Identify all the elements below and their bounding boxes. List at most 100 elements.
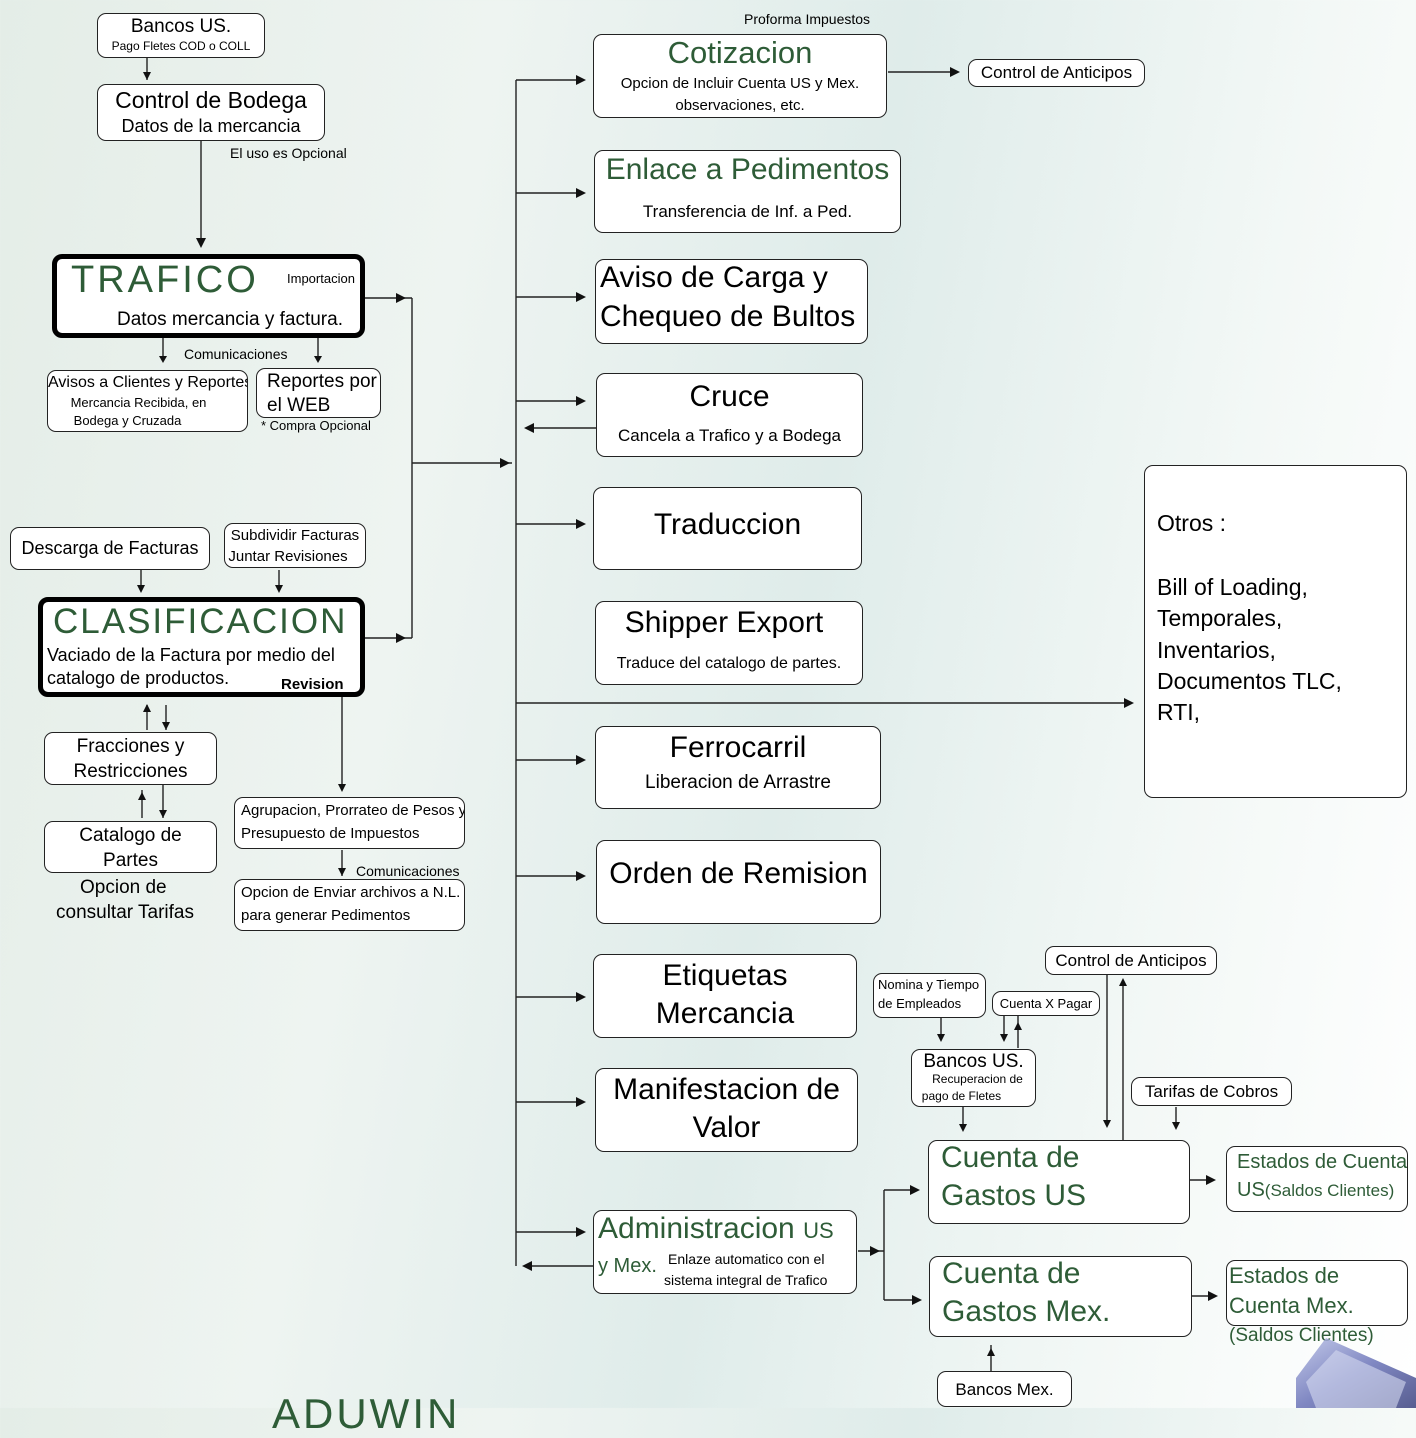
manifestacion-box[interactable]: Manifestacion de Valor xyxy=(595,1068,858,1152)
clasificacion-box[interactable]: CLASIFICACION Vaciado de la Factura por … xyxy=(38,597,365,697)
bancos-us2-line2: pago de Fletes xyxy=(921,1089,1002,1103)
avisos-line2: Mercancia Recibida, en xyxy=(70,395,207,410)
bancos-us-box[interactable]: Bancos US. Pago Fletes COD o COLL xyxy=(97,13,265,58)
otros-item: RTI, xyxy=(1157,699,1201,725)
otros-box[interactable]: Otros : Bill of Loading, Temporales, Inv… xyxy=(1144,465,1407,798)
catalogo-line1: Catalogo de xyxy=(79,825,182,846)
descarga-facturas-box[interactable]: Descarga de Facturas xyxy=(10,527,210,570)
enviar-line1: Opcion de Enviar archivos a N.L. xyxy=(241,884,461,901)
estados-us-line2-main: US xyxy=(1237,1179,1265,1201)
manifestacion-line1: Manifestacion de xyxy=(613,1073,840,1106)
cruce-title: Cruce xyxy=(689,380,770,413)
estados-us-box[interactable]: Estados de Cuenta US(Saldos Clientes) xyxy=(1226,1146,1408,1212)
estados-mex-line3: (Saldos Clientes) xyxy=(1229,1325,1374,1346)
nomina-line1: Nomina y Tiempo xyxy=(878,977,980,992)
orden-label: Orden de Remision xyxy=(609,857,868,890)
opcion-tarifas-line1: Opcion de xyxy=(80,877,167,898)
fracciones-line2: Restricciones xyxy=(73,761,188,782)
revision-tag: Revision xyxy=(281,676,344,693)
ferrocarril-title: Ferrocarril xyxy=(669,731,807,764)
otros-item: Bill of Loading, xyxy=(1157,574,1308,600)
orden-remision-box[interactable]: Orden de Remision xyxy=(596,840,881,924)
shipper-export-box[interactable]: Shipper Export Traduce del catalogo de p… xyxy=(595,601,863,685)
bancos-us2-line1: Recuperacion de xyxy=(932,1072,1023,1086)
opcion-tarifas-line2: consultar Tarifas xyxy=(56,902,194,923)
traduccion-box[interactable]: Traduccion xyxy=(593,487,862,570)
aviso-line2: Chequeo de Bultos xyxy=(600,300,856,333)
estados-us-line2: US(Saldos Clientes) xyxy=(1237,1179,1394,1202)
estados-us-line2-sub: (Saldos Clientes) xyxy=(1264,1181,1395,1200)
administracion-box[interactable]: Administracion US y Mex. Enlaze automati… xyxy=(593,1210,857,1294)
control-anticipos-top-box[interactable]: Control de Anticipos xyxy=(968,59,1145,87)
aviso-line1: Aviso de Carga y xyxy=(600,261,828,294)
trafico-title: TRAFICO xyxy=(71,259,259,301)
control-bodega-box[interactable]: Control de Bodega Datos de la mercancia xyxy=(97,84,325,141)
trafico-sub: Datos mercancia y factura. xyxy=(117,309,343,330)
cruce-box[interactable]: Cruce Cancela a Trafico y a Bodega xyxy=(596,373,863,457)
estados-us-line1: Estados de Cuenta xyxy=(1237,1151,1408,1173)
administracion-line1: Enlaze automatico con el xyxy=(668,1251,825,1267)
avisos-line1: Avisos a Clientes y Reportes xyxy=(48,374,248,391)
reportes-line2: el WEB xyxy=(267,395,331,416)
tarifas-cobros-box[interactable]: Tarifas de Cobros xyxy=(1131,1077,1292,1106)
cuenta-pagar-box[interactable]: Cuenta X Pagar xyxy=(992,991,1100,1016)
cotizacion-line2: observaciones, etc. xyxy=(675,97,805,114)
enviar-line2: para generar Pedimentos xyxy=(241,907,411,924)
reportes-web-box[interactable]: Reportes por el WEB xyxy=(256,368,381,418)
cotizacion-line1: Opcion de Incluir Cuenta US y Mex. xyxy=(620,75,860,92)
enlace-sub: Transferencia de Inf. a Ped. xyxy=(642,202,853,221)
bancos-us2-title: Bancos US. xyxy=(923,1051,1024,1072)
aviso-carga-box[interactable]: Aviso de Carga y Chequeo de Bultos xyxy=(595,259,868,344)
trafico-tag: Importacion xyxy=(287,271,355,286)
cotizacion-title: Cotizacion xyxy=(667,35,813,70)
estados-mex-box[interactable]: Estados de Cuenta Mex. xyxy=(1226,1260,1408,1326)
fracciones-box[interactable]: Fracciones y Restricciones xyxy=(44,732,217,785)
bancos-mex-box[interactable]: Bancos Mex. xyxy=(937,1371,1072,1407)
enlace-pedimentos-box[interactable]: Enlace a Pedimentos Transferencia de Inf… xyxy=(594,150,901,233)
administracion-title-us: US xyxy=(803,1218,834,1243)
proforma-label: Proforma Impuestos xyxy=(744,11,871,27)
nomina-line2: de Empleados xyxy=(878,996,962,1011)
brand-aduwin: ADUWIN xyxy=(272,1390,461,1437)
catalogo-partes-box[interactable]: Catalogo de Partes xyxy=(44,821,217,873)
ferrocarril-sub: Liberacion de Arrastre xyxy=(645,772,831,793)
administracion-prefix: y Mex. xyxy=(598,1255,657,1277)
bancos-us-2-box[interactable]: Bancos US. Recuperacion de pago de Flete… xyxy=(911,1049,1036,1107)
cuenta-gastos-mex-box[interactable]: Cuenta de Gastos Mex. xyxy=(929,1256,1192,1337)
cuenta-mex-line2: Gastos Mex. xyxy=(942,1295,1111,1328)
ferrocarril-box[interactable]: Ferrocarril Liberacion de Arrastre xyxy=(595,726,881,809)
etiquetas-line2: Mercancia xyxy=(655,997,795,1030)
otros-item: Inventarios, xyxy=(1157,637,1276,663)
descarga-label: Descarga de Facturas xyxy=(21,538,199,558)
cuenta-us-line1: Cuenta de xyxy=(941,1141,1080,1174)
subdividir-box[interactable]: Subdividir Facturas Juntar Revisiones xyxy=(224,523,366,568)
nomina-box[interactable]: Nomina y Tiempo de Empleados xyxy=(873,973,986,1018)
administracion-title-main: Administracion xyxy=(598,1212,795,1245)
control-anticipos-box[interactable]: Control de Anticipos xyxy=(1045,946,1217,975)
agrupacion-box[interactable]: Agrupacion, Prorrateo de Pesos y Presupu… xyxy=(234,797,465,849)
otros-title: Otros : xyxy=(1157,510,1227,536)
control-anticipos-top-label: Control de Anticipos xyxy=(980,63,1133,82)
administracion-line2: sistema integral de Trafico xyxy=(664,1272,828,1288)
subdividir-line1: Subdividir Facturas xyxy=(230,527,360,544)
clasificacion-line1: Vaciado de la Factura por medio del xyxy=(47,645,335,665)
cotizacion-box[interactable]: Cotizacion Opcion de Incluir Cuenta US y… xyxy=(593,34,887,118)
cuenta-gastos-us-box[interactable]: Cuenta de Gastos US xyxy=(928,1140,1190,1224)
otros-item: Temporales, xyxy=(1157,605,1283,631)
corner-logo-icon xyxy=(1296,1338,1416,1408)
enviar-nl-box[interactable]: Opcion de Enviar archivos a N.L. para ge… xyxy=(234,879,465,931)
enlace-title: Enlace a Pedimentos xyxy=(605,153,890,186)
control-anticipos-label: Control de Anticipos xyxy=(1055,951,1207,970)
avisos-box[interactable]: Avisos a Clientes y Reportes Mercancia R… xyxy=(47,370,248,432)
tarifas-label: Tarifas de Cobros xyxy=(1144,1082,1279,1101)
estados-mex-line2: Cuenta Mex. xyxy=(1229,1293,1354,1318)
agrupacion-line2: Presupuesto de Impuestos xyxy=(241,825,420,842)
clasificacion-title: CLASIFICACION xyxy=(53,602,348,641)
fracciones-line1: Fracciones y xyxy=(76,736,185,757)
administracion-title: Administracion US xyxy=(598,1212,834,1246)
shipper-title: Shipper Export xyxy=(624,606,824,639)
bodega-sub: Datos de la mercancia xyxy=(121,116,301,136)
manifestacion-line2: Valor xyxy=(692,1111,761,1144)
etiquetas-box[interactable]: Etiquetas Mercancia xyxy=(593,954,857,1038)
trafico-box[interactable]: TRAFICO Importacion Datos mercancia y fa… xyxy=(52,254,365,338)
